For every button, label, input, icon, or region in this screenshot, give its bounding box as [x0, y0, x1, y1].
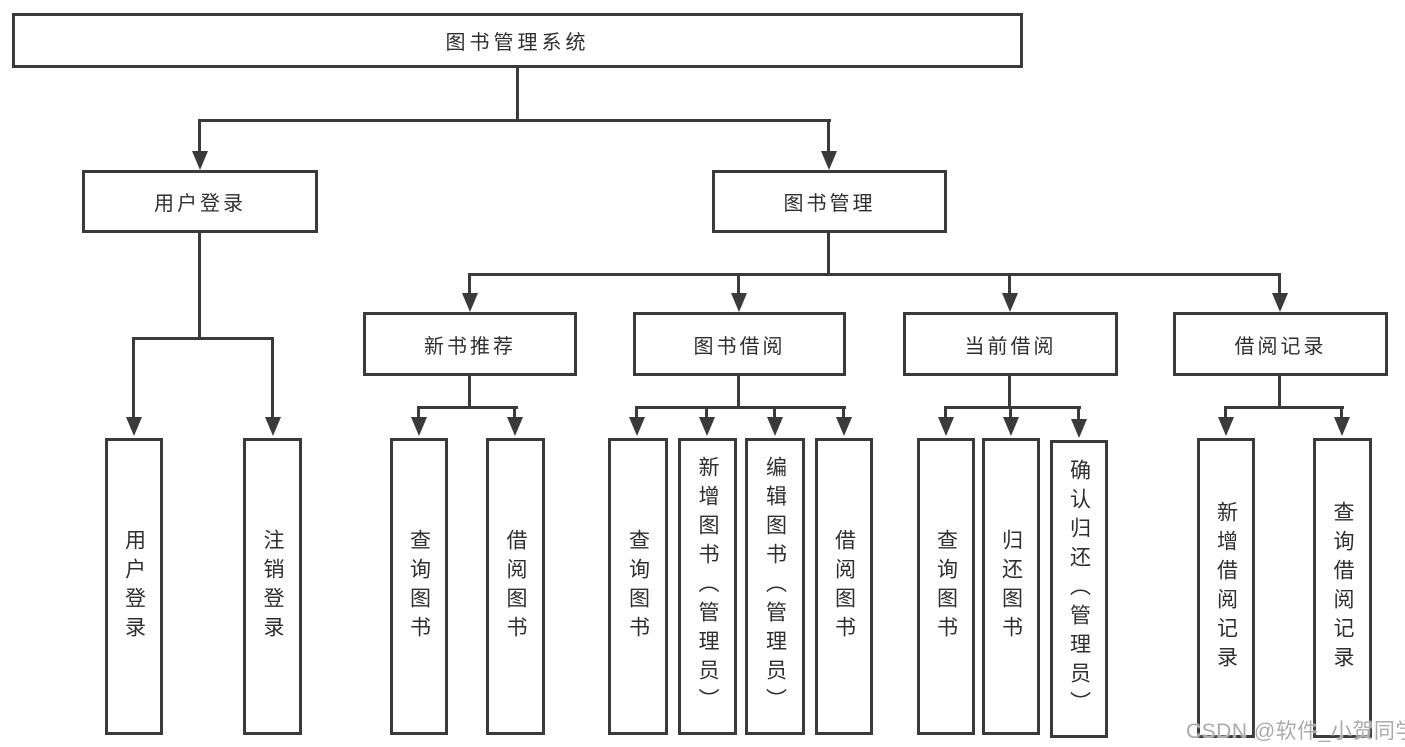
connector-userlogin-drop-2 — [271, 337, 274, 419]
connector-current-drop-2 — [1009, 406, 1012, 419]
node-book-borrowing: 图书借阅 — [633, 312, 846, 376]
node-current-borrowing: 当前借阅 — [903, 312, 1118, 376]
connector-current-rail — [944, 406, 1081, 409]
node-borrowing-records: 借阅记录 — [1173, 312, 1388, 376]
leaf-user-login-label: 用户登录 — [122, 528, 146, 645]
arrow-down-icon — [265, 417, 281, 436]
node-book-borrowing-label: 图书借阅 — [693, 335, 786, 358]
arrow-down-icon — [1218, 417, 1234, 436]
connector-root-rail — [198, 119, 831, 122]
connector-bookmgmt-stem — [827, 233, 830, 273]
leaf-borrow-books-label: 借阅图书 — [832, 528, 856, 645]
leaf-confirm-return-admin-label: 确认归还（管理员） — [1067, 458, 1091, 720]
connector-root-drop-2 — [827, 119, 830, 153]
connector-userlogin-rail — [132, 337, 274, 340]
connector-recommend-stem — [468, 375, 471, 406]
connector-recommend-drop-1 — [417, 406, 420, 419]
arrow-down-icon — [731, 293, 747, 312]
connector-current-stem — [1008, 375, 1011, 406]
connector-recommend-drop-2 — [513, 406, 516, 419]
connector-root-stem — [516, 68, 519, 119]
node-book-management: 图书管理 — [712, 170, 947, 233]
leaf-add-book-admin: 新增图书（管理员） — [678, 438, 737, 735]
leaf-query-books-current-label: 查询图书 — [934, 528, 958, 645]
connector-borrowing-drop-4 — [842, 406, 845, 419]
leaf-query-books-recommend-label: 查询图书 — [407, 528, 431, 645]
connector-borrowing-rail — [635, 406, 846, 409]
node-user-login: 用户登录 — [82, 170, 318, 233]
leaf-borrow-books-recommend-label: 借阅图书 — [504, 528, 527, 645]
leaf-query-borrow-record-label: 查询借阅记录 — [1331, 501, 1354, 675]
arrow-down-icon — [1272, 293, 1288, 312]
connector-bookmgmt-drop-3 — [1008, 273, 1011, 296]
node-root-label: 图书管理系统 — [445, 32, 590, 54]
connector-bookmgmt-drop-2 — [737, 273, 740, 296]
node-new-book-recommend-label: 新书推荐 — [424, 335, 516, 358]
leaf-query-books-borrowing: 查询图书 — [608, 438, 668, 735]
leaf-add-borrow-record-label: 新增借阅记录 — [1214, 501, 1238, 675]
leaf-edit-book-admin: 编辑图书（管理员） — [745, 438, 805, 735]
arrow-down-icon — [836, 417, 852, 436]
arrow-down-icon — [1334, 417, 1350, 436]
leaf-logout-label: 注销登录 — [261, 528, 284, 645]
arrow-down-icon — [192, 151, 208, 170]
leaf-add-book-admin-label: 新增图书（管理员） — [696, 456, 719, 717]
leaf-query-books-recommend: 查询图书 — [390, 438, 448, 735]
arrow-down-icon — [938, 417, 954, 436]
node-user-login-label: 用户登录 — [154, 193, 246, 215]
connector-current-drop-3 — [1077, 406, 1080, 419]
connector-borrowing-drop-2 — [705, 406, 708, 419]
arrow-down-icon — [821, 151, 837, 170]
connector-borrowing-drop-3 — [773, 406, 776, 419]
leaf-return-books-label: 归还图书 — [999, 528, 1023, 645]
arrow-down-icon — [507, 417, 523, 436]
connector-borrowing-drop-1 — [635, 406, 638, 419]
connector-current-drop-1 — [944, 406, 947, 419]
arrow-down-icon — [767, 417, 783, 436]
connector-recommend-rail — [417, 406, 518, 409]
connector-userlogin-drop-1 — [132, 337, 135, 419]
connector-records-drop-1 — [1224, 406, 1227, 419]
node-book-management-label: 图书管理 — [783, 193, 876, 215]
connector-bookmgmt-rail — [468, 273, 1281, 276]
node-current-borrowing-label: 当前借阅 — [964, 335, 1057, 358]
connector-records-stem — [1278, 375, 1281, 406]
arrow-down-icon — [1003, 417, 1019, 436]
leaf-borrow-books-recommend: 借阅图书 — [486, 438, 545, 735]
leaf-edit-book-admin-label: 编辑图书（管理员） — [763, 456, 787, 717]
watermark: CSDN @软件_小贺同学 — [1186, 720, 1405, 743]
arrow-down-icon — [411, 417, 427, 436]
connector-bookmgmt-drop-1 — [468, 273, 471, 296]
connector-records-drop-2 — [1340, 406, 1343, 419]
connector-borrowing-stem — [737, 375, 740, 406]
connector-records-rail — [1224, 406, 1344, 409]
connector-userlogin-stem — [198, 233, 201, 337]
node-root: 图书管理系统 — [12, 13, 1023, 68]
arrow-down-icon — [1071, 419, 1087, 438]
leaf-user-login: 用户登录 — [105, 438, 163, 735]
leaf-query-books-borrowing-label: 查询图书 — [626, 528, 650, 645]
arrow-down-icon — [462, 293, 478, 312]
arrow-down-icon — [629, 417, 645, 436]
leaf-return-books: 归还图书 — [982, 438, 1040, 735]
node-borrowing-records-label: 借阅记录 — [1234, 335, 1327, 358]
leaf-query-borrow-record: 查询借阅记录 — [1313, 438, 1372, 738]
connector-root-drop-1 — [198, 119, 201, 153]
node-new-book-recommend: 新书推荐 — [363, 312, 577, 376]
connector-bookmgmt-drop-4 — [1278, 273, 1281, 296]
leaf-logout: 注销登录 — [243, 438, 302, 735]
leaf-confirm-return-admin: 确认归还（管理员） — [1050, 440, 1108, 738]
leaf-add-borrow-record: 新增借阅记录 — [1197, 438, 1255, 738]
arrow-down-icon — [1002, 293, 1018, 312]
arrow-down-icon — [699, 417, 715, 436]
arrow-down-icon — [126, 417, 142, 436]
leaf-borrow-books: 借阅图书 — [815, 438, 873, 735]
leaf-query-books-current: 查询图书 — [917, 438, 975, 735]
